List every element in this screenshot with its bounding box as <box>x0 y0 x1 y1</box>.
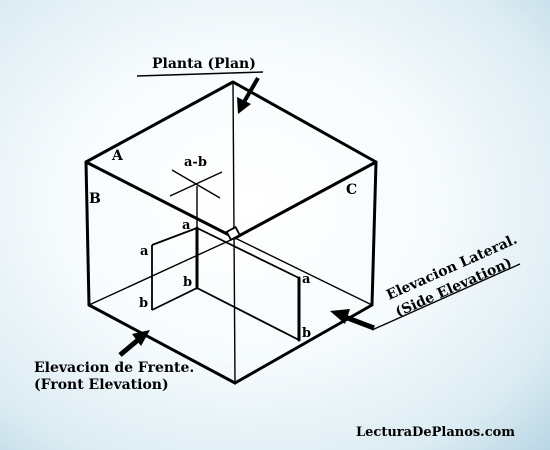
back-right-floor-line <box>234 237 373 306</box>
point-label-ab: a-b <box>184 155 207 170</box>
back-left-floor-line <box>88 237 236 306</box>
center-marker <box>225 225 241 241</box>
point-label-a-right: a <box>302 272 311 287</box>
plan-pointer <box>136 71 264 114</box>
cube-edge-right <box>370 160 378 307</box>
point-label-a-top: a <box>182 218 191 233</box>
cube-edge-left <box>84 160 91 307</box>
point-label-a-left: a <box>140 244 149 259</box>
front-plane-top <box>151 227 198 246</box>
point-label-b-left: b <box>139 296 148 311</box>
side-pointer <box>330 263 521 331</box>
corner-label-c: C <box>346 182 357 198</box>
side-arrow-icon <box>330 309 350 324</box>
side-plane-bottom <box>196 287 300 341</box>
corner-label-a: A <box>111 148 124 164</box>
side-label-underline <box>371 263 521 331</box>
ab-cross-line-2 <box>169 171 223 197</box>
point-label-b-center: b <box>183 275 192 290</box>
plan-label: Planta (Plan) <box>152 56 256 72</box>
cube-edges <box>84 80 378 385</box>
cube-edge-bottom-left <box>87 303 237 385</box>
side-plane-top <box>196 227 300 279</box>
front-elevation-plane <box>151 226 199 311</box>
plan-arrow-shaft <box>242 76 260 104</box>
corner-label-b: B <box>89 191 101 207</box>
front-plane-bottom <box>151 287 198 311</box>
front-elevation-label-2: (Front Elevation) <box>34 377 169 393</box>
cube-edge-bottom-right <box>233 303 374 385</box>
front-elevation-label-1: Elevacion de Frente. <box>34 360 194 376</box>
point-label-b-right: b <box>302 326 311 341</box>
front-pointer <box>118 330 150 357</box>
plan-arrow-icon <box>237 97 251 114</box>
watermark-text: LecturaDePlanos.com <box>356 425 515 440</box>
front-arrow-icon <box>132 330 150 346</box>
side-arrow-shaft <box>344 314 375 331</box>
plan-underline <box>136 71 264 77</box>
cube-top-face <box>84 80 378 240</box>
front-arrow-shaft <box>118 338 140 357</box>
side-elevation-plane <box>196 227 301 342</box>
